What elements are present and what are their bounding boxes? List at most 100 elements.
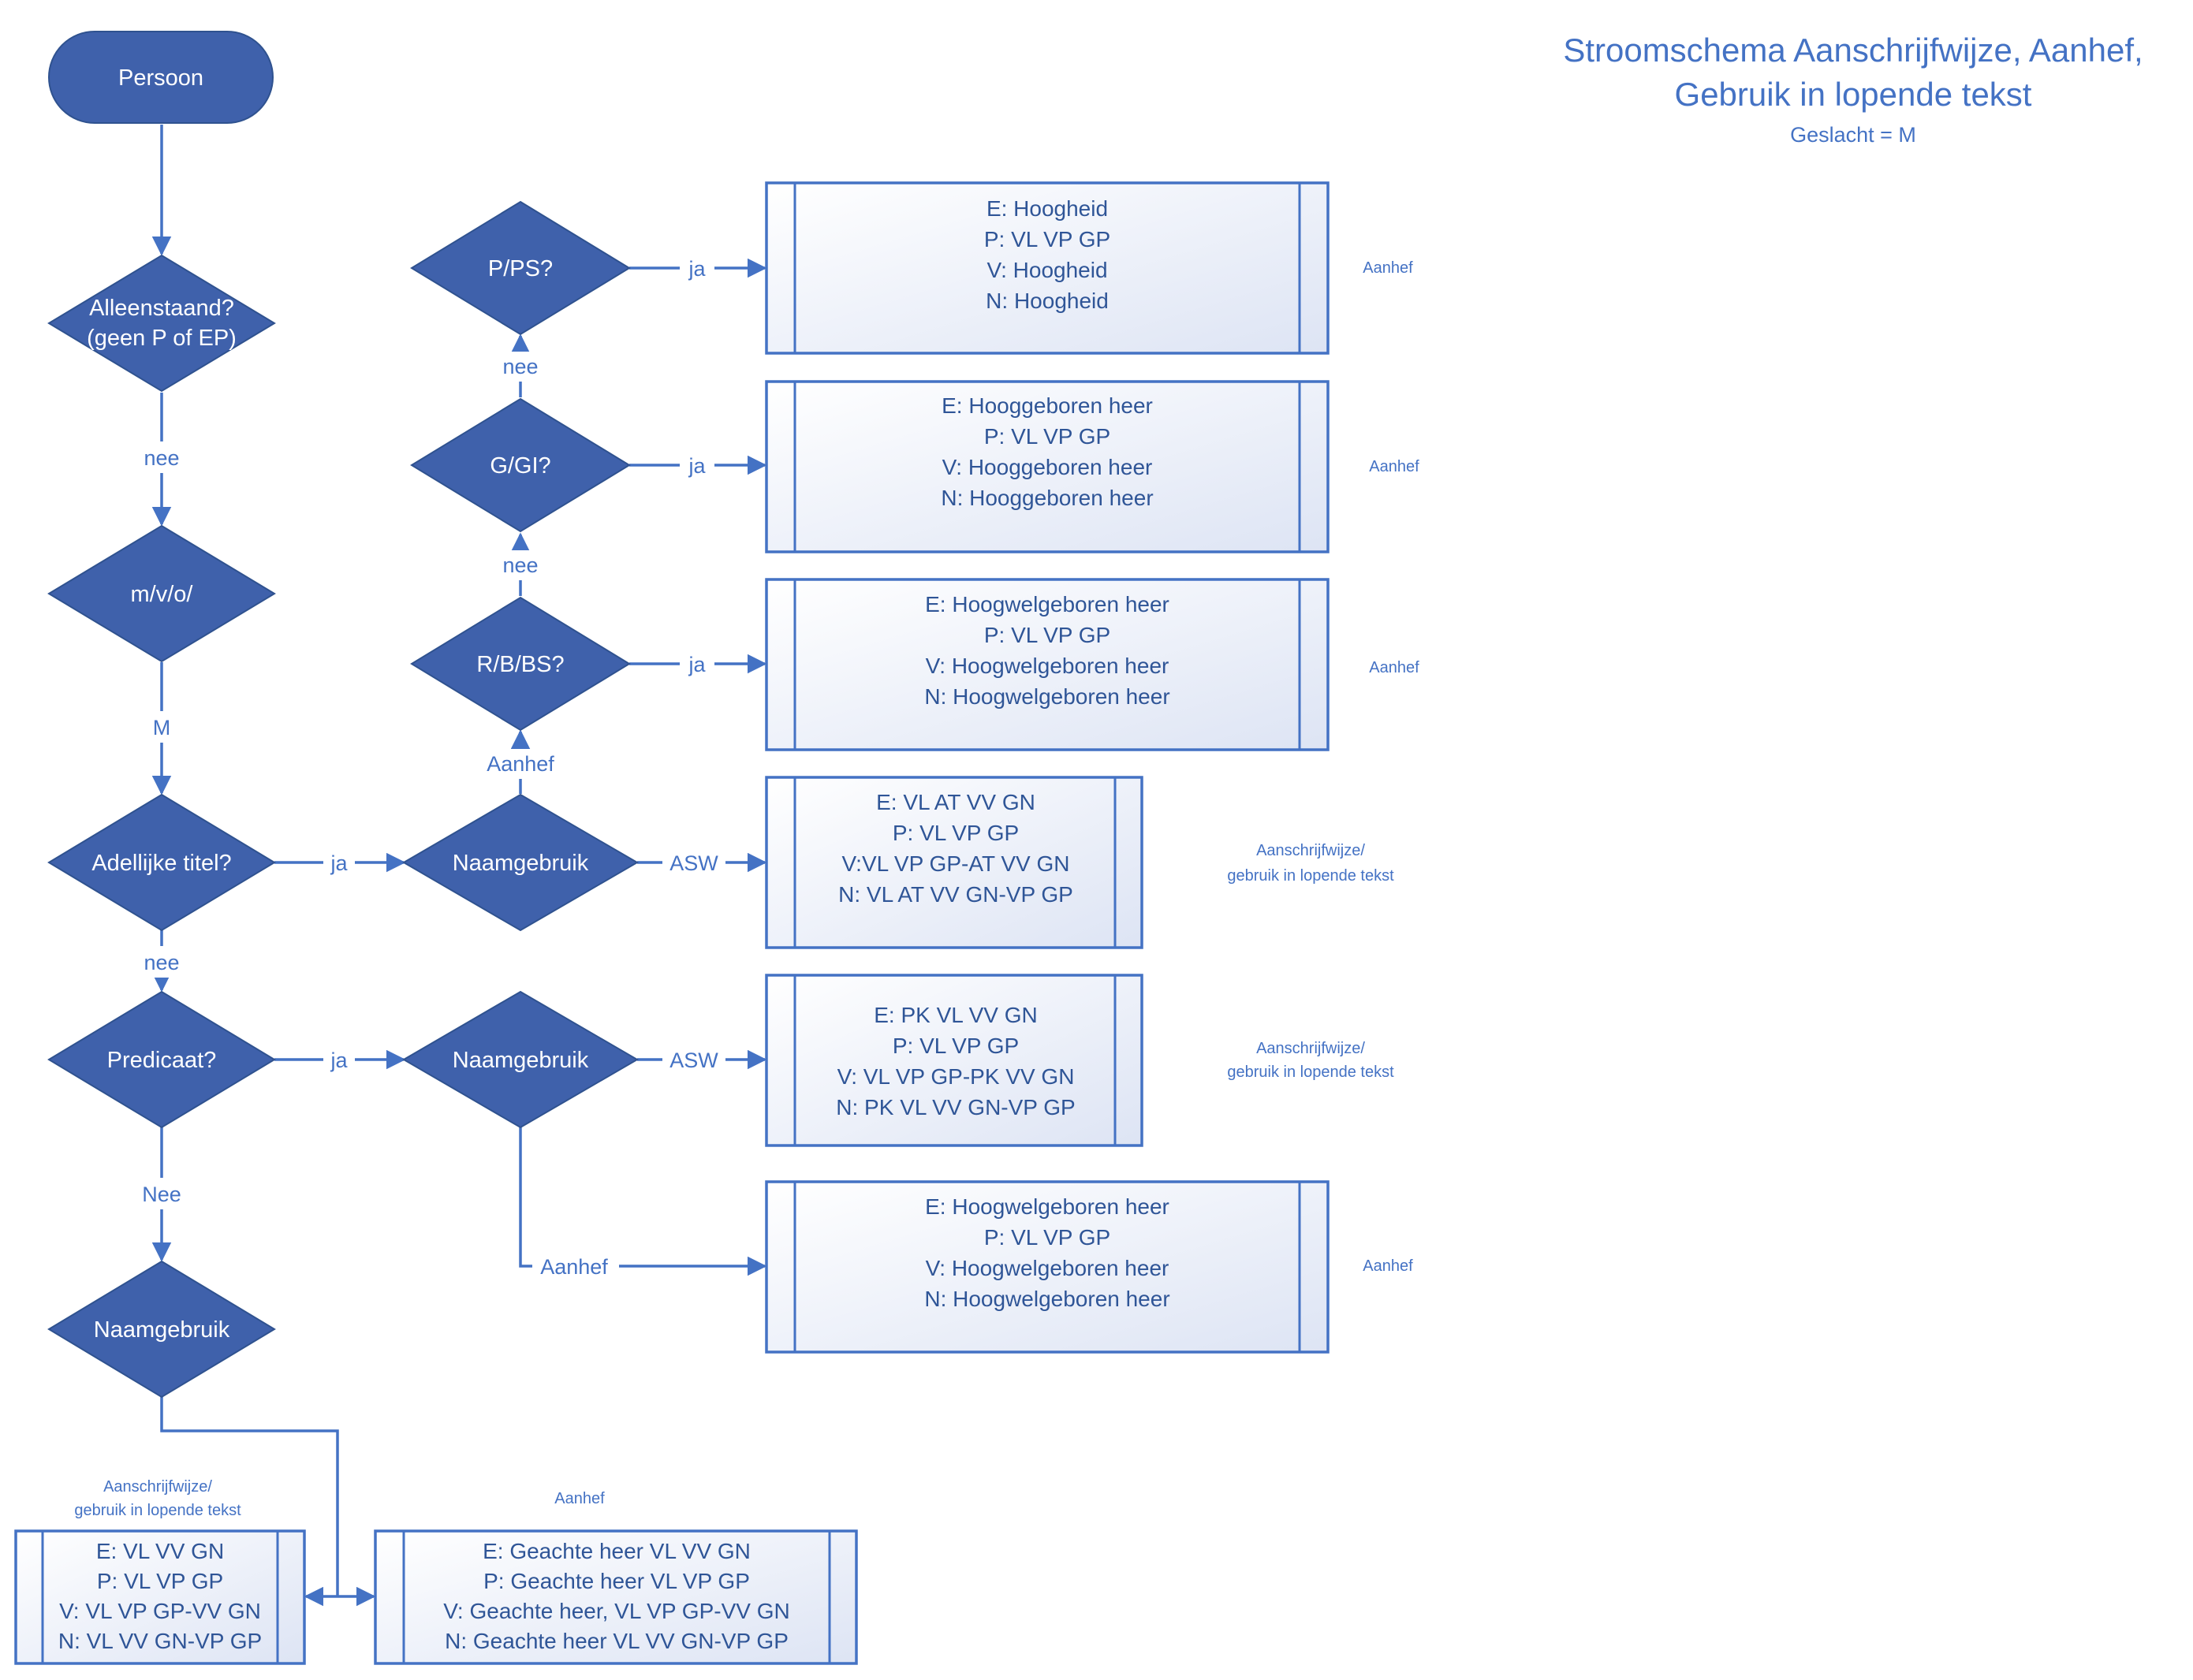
svg-text:Alleenstaand?: Alleenstaand?: [89, 296, 234, 321]
edge-labels: nee M nee Nee ja ja Aanhef ASW ASW Aanhe…: [134, 252, 725, 1282]
node-naamgebruik-predicaat: Naamgebruik: [402, 990, 639, 1129]
edge-predicaat-aanhef: [519, 1127, 767, 1276]
svg-text:Stroomschema Aanschrijfwijze,: Stroomschema Aanschrijfwijze, Aanhef,: [1563, 32, 2143, 69]
box-pps: E: Hoogheid P: VL VP GP V: Hoogheid N: H…: [765, 181, 1330, 355]
svg-text:Adellijke titel?: Adellijke titel?: [91, 851, 231, 876]
box-ggi: E: Hooggeboren heer P: VL VP GP V: Hoogg…: [765, 380, 1330, 553]
label-predicaat-aanhef: Aanhef: [540, 1255, 608, 1279]
note-titel-asw: Aanschrijfwijze/ gebruik in lopende teks…: [1227, 842, 1394, 885]
note-predicaat-aanhef: Aanhef: [1363, 1257, 1413, 1275]
svg-text:(geen P of EP): (geen P of EP): [87, 326, 237, 351]
box-predicaat-aanhef: E: Hoogwelgeboren heer P: VL VP GP V: Ho…: [765, 1180, 1330, 1354]
svg-text:R/B/BS?: R/B/BS?: [476, 652, 564, 677]
label-ggi-ja: ja: [688, 454, 706, 478]
note-bottom-asw: Aanschrijfwijze/ gebruik in lopende teks…: [74, 1478, 241, 1519]
svg-text:V: VL VP GP-PK VV GN: V: VL VP GP-PK VV GN: [837, 1064, 1075, 1089]
box-bottom-aanhef: E: Geachte heer VL VV GN P: Geachte heer…: [374, 1529, 858, 1665]
svg-text:E: VL VV GN: E: VL VV GN: [96, 1539, 224, 1563]
label-alleenstaand-nee: nee: [144, 446, 179, 470]
node-start: Persoon: [48, 31, 274, 124]
svg-text:P: Geachte heer VL VP GP: P: Geachte heer VL VP GP: [483, 1569, 750, 1593]
svg-text:N: PK VL VV GN-VP GP: N: PK VL VV GN-VP GP: [836, 1095, 1075, 1119]
svg-text:Gebruik in lopende tekst: Gebruik in lopende tekst: [1675, 76, 2032, 113]
svg-text:P: VL VP GP: P: VL VP GP: [984, 227, 1110, 251]
svg-text:V: Geachte heer, VL VP GP-VV G: V: Geachte heer, VL VP GP-VV GN: [443, 1599, 789, 1623]
label-pps-ja: ja: [688, 257, 706, 281]
svg-text:V: Hoogwelgeboren heer: V: Hoogwelgeboren heer: [926, 654, 1169, 678]
svg-text:gebruik in lopende tekst: gebruik in lopende tekst: [1227, 867, 1394, 885]
node-mvo: m/v/o/: [47, 524, 276, 663]
box-titel-asw: E: VL AT VV GN P: VL VP GP V:VL VP GP-AT…: [765, 776, 1143, 949]
svg-text:Predicaat?: Predicaat?: [107, 1048, 217, 1073]
note-rb: Aanhef: [1369, 659, 1419, 676]
svg-text:gebruik in lopende tekst: gebruik in lopende tekst: [74, 1502, 241, 1519]
label-titel-asw: ASW: [669, 851, 718, 875]
note-predicaat-asw: Aanschrijfwijze/ gebruik in lopende teks…: [1227, 1040, 1394, 1081]
label-rb-nee: nee: [502, 553, 538, 577]
node-ggi: G/GI?: [410, 397, 631, 533]
svg-text:N: VL AT VV GN-VP GP: N: VL AT VV GN-VP GP: [838, 882, 1073, 907]
label-ggi-nee: nee: [502, 355, 538, 378]
note-bottom-aanhef: Aanhef: [554, 1490, 605, 1507]
svg-text:E: PK VL VV GN: E: PK VL VV GN: [874, 1003, 1037, 1027]
svg-text:V: VL VP GP-VV GN: V: VL VP GP-VV GN: [59, 1599, 261, 1623]
label-mvo-m: M: [153, 716, 171, 739]
node-alleenstaand: Alleenstaand? (geen P of EP): [47, 254, 276, 393]
node-naamgebruik-titel: Naamgebruik: [402, 793, 639, 932]
svg-text:Aanschrijfwijze/: Aanschrijfwijze/: [103, 1478, 212, 1496]
svg-text:Naamgebruik: Naamgebruik: [453, 851, 589, 876]
svg-text:E: Hoogwelgeboren heer: E: Hoogwelgeboren heer: [925, 592, 1169, 616]
svg-text:V: Hooggeboren heer: V: Hooggeboren heer: [942, 455, 1153, 479]
svg-text:Aanschrijfwijze/: Aanschrijfwijze/: [1256, 1040, 1365, 1057]
svg-text:gebruik in lopende tekst: gebruik in lopende tekst: [1227, 1064, 1394, 1081]
svg-text:Persoon: Persoon: [118, 65, 203, 91]
svg-text:E: Hoogheid: E: Hoogheid: [986, 196, 1108, 221]
svg-text:G/GI?: G/GI?: [490, 453, 550, 479]
label-adellijke-ja: ja: [330, 851, 348, 875]
label-predicaat-asw: ASW: [669, 1049, 718, 1072]
svg-text:N: VL VV GN-VP GP: N: VL VV GN-VP GP: [58, 1629, 262, 1653]
node-rb: R/B/BS?: [410, 596, 631, 732]
svg-text:E: Hooggeboren heer: E: Hooggeboren heer: [942, 393, 1153, 418]
svg-text:P: VL VP GP: P: VL VP GP: [984, 623, 1110, 647]
note-pps: Aanhef: [1363, 259, 1413, 277]
svg-text:E: VL AT VV GN: E: VL AT VV GN: [876, 790, 1035, 814]
label-predicaat-ja: ja: [330, 1049, 348, 1072]
svg-text:Naamgebruik: Naamgebruik: [453, 1048, 589, 1073]
label-predicaat-nee: Nee: [142, 1183, 181, 1206]
svg-text:m/v/o/: m/v/o/: [131, 582, 194, 607]
svg-text:P: VL VP GP: P: VL VP GP: [893, 1034, 1019, 1058]
svg-text:Naamgebruik: Naamgebruik: [94, 1317, 230, 1343]
svg-text:P/PS?: P/PS?: [488, 256, 553, 281]
diagram-subtitle: Geslacht = M: [1790, 123, 1916, 147]
svg-text:P: VL VP GP: P: VL VP GP: [893, 821, 1019, 845]
node-predicaat: Predicaat?: [47, 990, 276, 1129]
svg-text:N: Hooggeboren heer: N: Hooggeboren heer: [941, 486, 1153, 510]
svg-text:P: VL VP GP: P: VL VP GP: [984, 1225, 1110, 1250]
note-ggi: Aanhef: [1369, 458, 1419, 475]
svg-text:N: Hoogwelgeboren heer: N: Hoogwelgeboren heer: [924, 1287, 1169, 1311]
notes: Aanhef Aanhef Aanhef Aanschrijfwijze/ ge…: [74, 259, 1419, 1519]
svg-text:V:VL VP GP-AT VV GN: V:VL VP GP-AT VV GN: [842, 851, 1070, 876]
svg-text:E: Hoogwelgeboren heer: E: Hoogwelgeboren heer: [925, 1194, 1169, 1219]
svg-text:N: Hoogheid: N: Hoogheid: [986, 289, 1109, 313]
label-titel-aanhef: Aanhef: [487, 752, 554, 776]
diagram-title: Stroomschema Aanschrijfwijze, Aanhef, Ge…: [1563, 32, 2143, 147]
svg-text:N: Geachte heer VL VV GN-VP GP: N: Geachte heer VL VV GN-VP GP: [445, 1629, 789, 1653]
svg-text:N: Hoogwelgeboren heer: N: Hoogwelgeboren heer: [924, 684, 1169, 709]
node-naamgebruik-bottom: Naamgebruik: [47, 1260, 276, 1399]
svg-text:E: Geachte heer VL VV GN: E: Geachte heer VL VV GN: [483, 1539, 751, 1563]
svg-text:Aanschrijfwijze/: Aanschrijfwijze/: [1256, 842, 1365, 859]
label-adellijke-nee: nee: [144, 951, 179, 974]
node-pps: P/PS?: [410, 200, 631, 336]
box-bottom-asw: E: VL VV GN P: VL VP GP V: VL VP GP-VV G…: [14, 1529, 306, 1665]
node-adellijke-titel: Adellijke titel?: [47, 793, 276, 932]
svg-text:V: Hoogwelgeboren heer: V: Hoogwelgeboren heer: [926, 1256, 1169, 1280]
svg-text:P: VL VP GP: P: VL VP GP: [97, 1569, 223, 1593]
label-rb-ja: ja: [688, 653, 706, 676]
svg-text:P: VL VP GP: P: VL VP GP: [984, 424, 1110, 449]
edge-naamgebruik-split: [160, 1397, 339, 1596]
box-rb: E: Hoogwelgeboren heer P: VL VP GP V: Ho…: [765, 578, 1330, 751]
svg-text:V: Hoogheid: V: Hoogheid: [986, 258, 1107, 282]
